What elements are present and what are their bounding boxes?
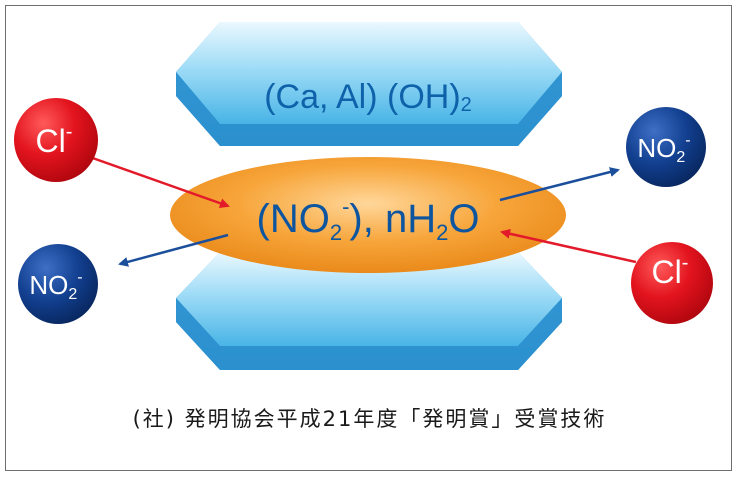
nitrite-out-arrow-right xyxy=(499,167,620,202)
interlayer-ellipse xyxy=(170,157,566,273)
layer-formula: (Ca, Al) (OH)2 xyxy=(264,78,472,116)
chloride-ion-left xyxy=(14,98,98,182)
chloride-in-arrow-right xyxy=(500,228,637,264)
nitrite-ion-left xyxy=(18,244,98,324)
nitrite-out-arrow-left xyxy=(118,233,229,267)
chloride-in-arrow-left xyxy=(69,148,230,209)
bottom-layer-plate xyxy=(176,252,562,370)
chloride-ion-right xyxy=(631,242,713,324)
top-layer-plate xyxy=(176,22,562,146)
award-caption: (社) 発明協会平成21年度「発明賞」受賞技術 xyxy=(132,407,607,431)
chloride-label-left: Cl- xyxy=(36,121,73,159)
nitrite-ion-right xyxy=(626,107,706,187)
nitrite-label-left: NO2- xyxy=(29,269,82,303)
interlayer-formula: (NO2-), nH2O xyxy=(257,194,480,245)
chloride-label-right: Cl- xyxy=(652,252,689,290)
nitrite-label-right: NO2- xyxy=(637,132,690,166)
